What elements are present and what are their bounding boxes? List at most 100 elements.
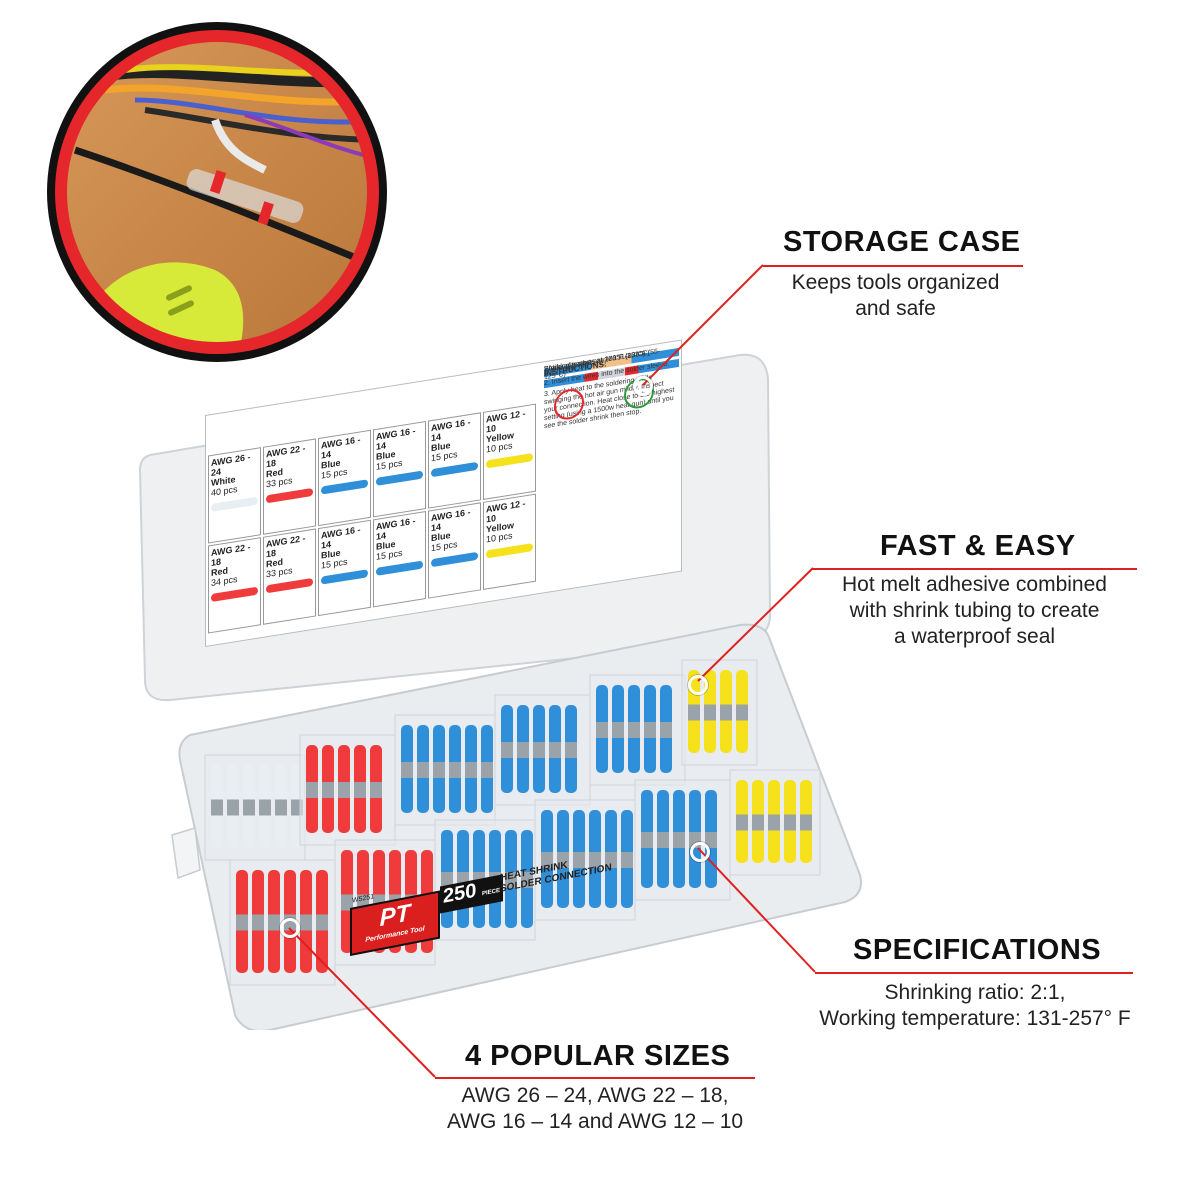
- solder-band: [306, 782, 318, 798]
- fast-easy-pointer: [697, 567, 814, 682]
- solder-band: [557, 852, 569, 868]
- specifications-marker: [690, 842, 710, 862]
- fast-easy-text: Hot melt adhesive combined with shrink t…: [842, 573, 1107, 648]
- solder-band: [644, 722, 656, 738]
- solder-band: [704, 704, 716, 721]
- solder-band: [673, 832, 685, 848]
- solder-band: [736, 704, 748, 721]
- solder-band: [259, 799, 271, 816]
- solder-band: [433, 762, 445, 778]
- tube-swatch: [376, 560, 423, 576]
- solder-band: [252, 914, 264, 931]
- solder-band: [800, 814, 812, 831]
- solder-band: [341, 894, 353, 911]
- wrong-method-icon: [554, 386, 584, 422]
- specifications-leader: [815, 972, 1133, 974]
- storage-case-pointer: [642, 264, 764, 386]
- solder-band: [573, 852, 585, 868]
- count-unit: PIECE: [481, 887, 500, 898]
- solder-band: [628, 722, 640, 738]
- solder-band: [533, 742, 545, 758]
- solder-band: [596, 722, 608, 738]
- solder-band: [354, 782, 366, 798]
- solder-band: [657, 832, 669, 848]
- storage-case-marker: [633, 376, 653, 396]
- solder-band: [417, 762, 429, 778]
- solder-band: [517, 742, 529, 758]
- popular-sizes-title: 4 POPULAR SIZES: [465, 1040, 731, 1072]
- solder-band: [752, 814, 764, 831]
- popular-sizes-pointer: [288, 927, 436, 1078]
- solder-band: [565, 742, 577, 758]
- tube-swatch: [211, 586, 258, 603]
- solder-band: [612, 722, 624, 738]
- solder-band: [227, 799, 239, 816]
- tube-swatch: [211, 496, 258, 513]
- solder-band: [275, 799, 287, 816]
- popular-sizes-text: AWG 26 – 24, AWG 22 – 18, AWG 16 – 14 an…: [446, 1084, 744, 1133]
- tube-swatch: [266, 487, 313, 504]
- solder-band: [465, 762, 477, 778]
- solder-band: [322, 782, 334, 798]
- tube-swatch: [321, 569, 368, 585]
- inset-photo: [45, 20, 390, 365]
- solder-band: [736, 814, 748, 831]
- solder-band: [268, 914, 280, 931]
- storage-case-text: Keeps tools organized and safe: [791, 271, 1000, 320]
- tube-swatch: [266, 577, 313, 594]
- solder-band: [589, 852, 601, 868]
- solder-band: [660, 722, 672, 738]
- solder-band: [338, 782, 350, 798]
- tube-swatch: [431, 551, 478, 568]
- specifications-text: Shrinking ratio: 2:1, Working temperatur…: [819, 981, 1131, 1030]
- solder-band: [481, 762, 493, 778]
- storage-case-leader: [763, 265, 1023, 267]
- solder-band: [541, 852, 553, 868]
- solder-band: [549, 742, 561, 758]
- specifications-pointer: [697, 847, 816, 973]
- solder-band: [720, 704, 732, 721]
- solder-band: [621, 852, 633, 868]
- solder-band: [505, 872, 517, 888]
- fast-easy-marker: [688, 675, 708, 695]
- solder-band: [768, 814, 780, 831]
- solder-band: [316, 914, 328, 931]
- tube-swatch: [486, 543, 533, 559]
- solder-band: [211, 799, 223, 816]
- tube-swatch: [376, 470, 423, 486]
- fast-easy-title: FAST & EASY: [880, 530, 1076, 562]
- tube-swatch: [321, 479, 368, 495]
- piece-count: 250 PIECE: [440, 874, 503, 914]
- solder-band: [641, 832, 653, 848]
- solder-band: [236, 914, 248, 931]
- solder-band: [688, 704, 700, 721]
- solder-band: [705, 832, 717, 848]
- solder-band: [449, 762, 461, 778]
- solder-band: [605, 852, 617, 868]
- solder-band: [784, 814, 796, 831]
- storage-case-title: STORAGE CASE: [783, 226, 1021, 258]
- solder-band: [243, 799, 255, 816]
- specifications-title: SPECIFICATIONS: [853, 934, 1102, 966]
- solder-band: [521, 872, 533, 888]
- tube-swatch: [486, 453, 533, 469]
- fast-easy-leader: [812, 568, 1137, 570]
- solder-band: [300, 914, 312, 931]
- count-value: 250: [443, 879, 477, 908]
- tube-swatch: [431, 461, 478, 478]
- solder-band: [401, 762, 413, 778]
- solder-band: [370, 782, 382, 798]
- popular-sizes-marker: [280, 918, 300, 938]
